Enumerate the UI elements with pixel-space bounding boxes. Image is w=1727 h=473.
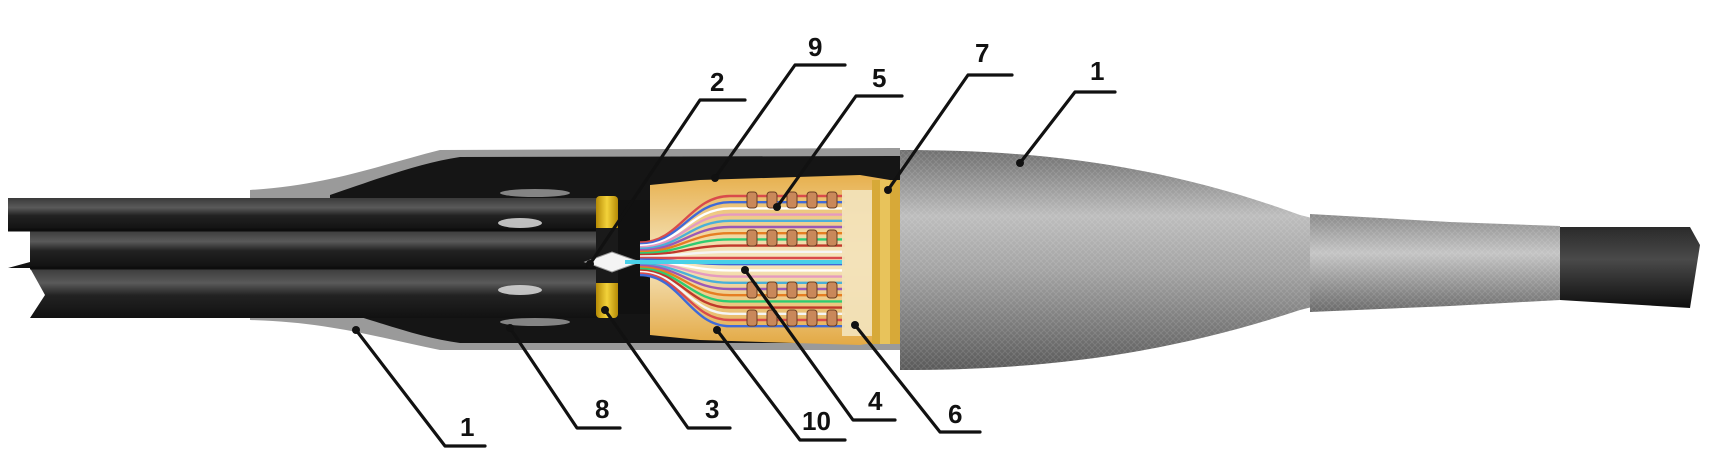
- splice-connector: [766, 229, 778, 247]
- splice-connector: [786, 229, 798, 247]
- splice-connectors: [746, 191, 838, 327]
- conductor-wire: [639, 194, 845, 244]
- conductor-wire: [639, 225, 845, 252]
- splice-connector: [786, 309, 798, 327]
- left-cable-lower: [8, 230, 600, 268]
- left-cable-bottom: [30, 268, 600, 318]
- callout-layer: 9 2 5 7 1 1: [352, 32, 1117, 448]
- inner-glint-lower: [498, 285, 542, 295]
- inner-glint-upper: [498, 218, 542, 228]
- callout-2: 2: [586, 67, 747, 268]
- callout-1-bottom: 1: [352, 326, 487, 448]
- callout-10-label: 10: [802, 406, 831, 436]
- left-cable-upper: [8, 198, 600, 230]
- inner-glint-top: [500, 189, 570, 197]
- callout-1-top: 1: [1016, 56, 1117, 167]
- conductor-wire: [639, 266, 845, 297]
- callout-2-label: 2: [710, 67, 724, 97]
- conductor-wire: [639, 232, 845, 253]
- splice-connector: [826, 309, 838, 327]
- splice-connector: [826, 191, 838, 209]
- conductor-wires: [625, 194, 845, 328]
- callout-7-label: 7: [975, 38, 989, 68]
- callout-6: 6: [851, 321, 982, 434]
- conductor-wire: [639, 250, 845, 258]
- conductor-wire: [639, 238, 845, 255]
- right-cable-end: [1560, 227, 1700, 308]
- conductor-wire: [639, 263, 845, 284]
- splice-connector: [786, 281, 798, 299]
- callout-3-label: 3: [705, 394, 719, 424]
- conductor-wire: [639, 272, 845, 322]
- right-sleeve-mesh: [900, 150, 1320, 370]
- conductor-wire: [639, 267, 845, 303]
- tail-sleeve-mesh: [1310, 214, 1560, 312]
- splice-connector: [806, 229, 818, 247]
- conductor-wire: [639, 264, 845, 291]
- callout-9: 9: [711, 32, 847, 182]
- callout-6-label: 6: [948, 399, 962, 429]
- callout-10: 10: [713, 326, 847, 442]
- splice-connector: [746, 229, 758, 247]
- callout-8: 8: [506, 324, 622, 430]
- callout-3: 3: [601, 306, 732, 430]
- conductor-wire: [639, 201, 845, 246]
- callout-4-label: 4: [868, 386, 883, 416]
- conductor-wire: [639, 213, 845, 249]
- splice-connector: [746, 191, 758, 209]
- conductor-wire: [639, 219, 845, 250]
- callout-1-top-label: 1: [1090, 56, 1104, 86]
- conductor-wire: [639, 244, 845, 257]
- callout-7: 7: [884, 38, 1014, 194]
- splice-connector: [766, 281, 778, 299]
- callout-4: 4: [741, 266, 897, 422]
- splice-connector: [786, 191, 798, 209]
- end-seal-highlight: [880, 180, 890, 344]
- splice-connector: [826, 281, 838, 299]
- conductor-wire: [639, 269, 845, 309]
- conductor-wire: [639, 270, 845, 315]
- sealing-compound-block: [842, 190, 874, 336]
- callout-5: 5: [773, 63, 904, 211]
- callout-8-label: 8: [595, 394, 609, 424]
- callout-9-label: 9: [808, 32, 822, 62]
- splice-connector: [746, 309, 758, 327]
- splice-connector: [806, 309, 818, 327]
- callout-5-label: 5: [872, 63, 886, 93]
- splice-connector: [806, 281, 818, 299]
- conductor-wire: [639, 273, 845, 328]
- splice-connector: [826, 229, 838, 247]
- inner-glint-bottom: [500, 318, 570, 326]
- splice-connector: [806, 191, 818, 209]
- callout-1-bottom-label: 1: [460, 412, 474, 442]
- conductor-wire: [639, 207, 845, 247]
